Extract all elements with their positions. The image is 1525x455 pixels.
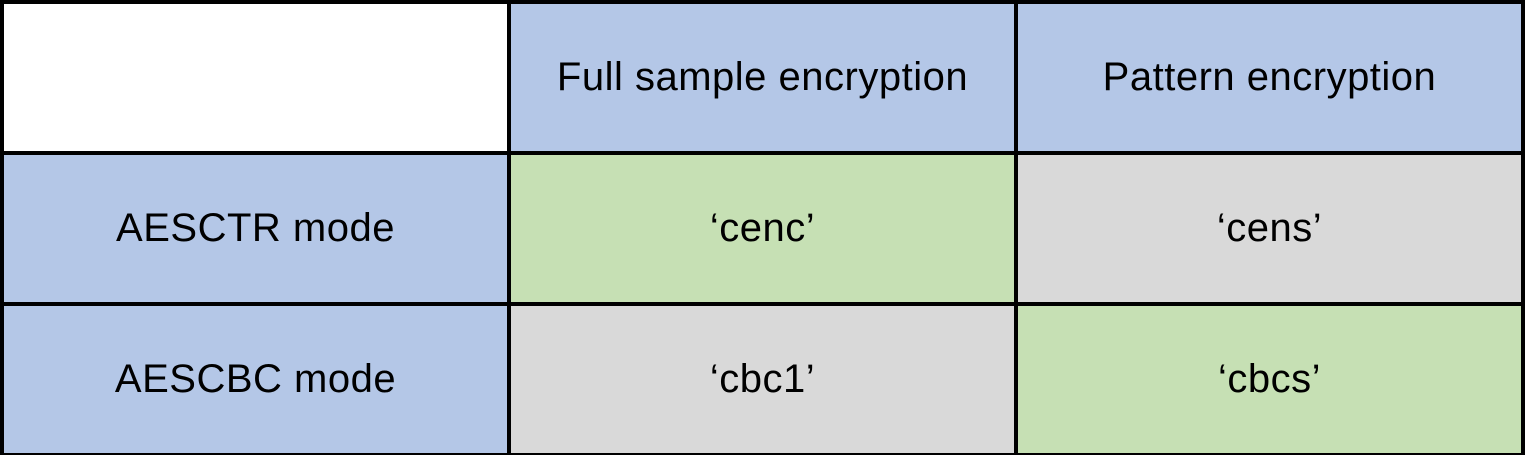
row-header-aesctr-mode: AESCTR mode — [0, 151, 511, 306]
corner-cell — [0, 0, 511, 155]
cell-cbcs: ‘cbcs’ — [1014, 302, 1525, 455]
table-row-aescbc: AESCBC mode ‘cbc1’ ‘cbcs’ — [0, 302, 1525, 455]
cell-cens: ‘cens’ — [1014, 151, 1525, 306]
column-header-pattern-encryption: Pattern encryption — [1014, 0, 1525, 155]
header-row: Full sample encryption Pattern encryptio… — [0, 0, 1525, 155]
table-row-aesctr: AESCTR mode ‘cenc’ ‘cens’ — [0, 151, 1525, 306]
cell-cenc: ‘cenc’ — [507, 151, 1018, 306]
column-header-full-sample-encryption: Full sample encryption — [507, 0, 1018, 155]
row-header-aescbc-mode: AESCBC mode — [0, 302, 511, 455]
cell-cbc1: ‘cbc1’ — [507, 302, 1018, 455]
